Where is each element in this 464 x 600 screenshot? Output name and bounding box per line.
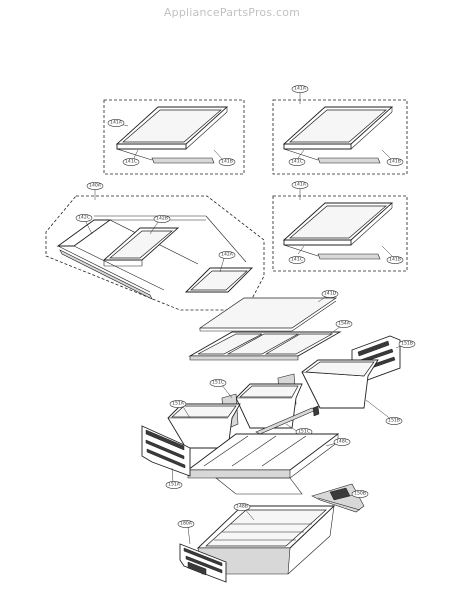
shelf-rail xyxy=(317,157,381,164)
callout-141c-upper-right: 141C xyxy=(291,159,303,165)
drawer-guide-left: 151A xyxy=(141,425,191,489)
folding-shelf-assembly: 140A 142C 142B 142A xyxy=(45,182,265,311)
shelf-assembly-middle-right: 141A 141C 141B xyxy=(272,181,408,272)
callout-141a-middle-right: 141A xyxy=(294,182,307,188)
shelf-glass xyxy=(289,109,387,143)
pantry-rail-right-clip xyxy=(329,487,351,501)
shelf-assembly-boundary xyxy=(272,99,408,175)
shelf-assembly-boundary xyxy=(272,195,408,272)
callout-151c: 151C xyxy=(212,380,224,386)
crisper-bin-left-opening xyxy=(171,405,237,418)
callout-142c: 142C xyxy=(78,215,90,221)
callout-151b-bin: 151B xyxy=(388,418,400,424)
callout-154a: 154A xyxy=(338,321,351,327)
shelf-front-edge xyxy=(116,143,187,150)
crisper-tray-lower-lip xyxy=(215,477,303,495)
crisper-cover-panel xyxy=(264,333,334,355)
callout-141b-upper-left: 141B xyxy=(221,159,233,165)
shelf-assembly-upper-right: 141A 141C 141B xyxy=(272,85,408,175)
callout-150b: 150B xyxy=(354,491,366,497)
callout-141a-upper-left: 141A xyxy=(110,120,123,126)
callout-151a-guide: 151A xyxy=(168,482,181,488)
callout-141c-middle-right: 141C xyxy=(291,257,303,263)
shelf-glass xyxy=(289,205,387,239)
folding-shelf-left-frame xyxy=(56,219,112,247)
callout-141a-upper-right: 141A xyxy=(294,86,307,92)
drawer-guide-left-slot xyxy=(146,448,186,469)
shelf-front-edge xyxy=(283,143,352,150)
shelf-rail xyxy=(317,253,381,260)
callout-151a: 151A xyxy=(172,401,185,407)
pantry-guide-left-slot xyxy=(183,547,223,567)
callout-151c-rail: 151C xyxy=(298,429,310,435)
crisper-bins: 151C 151A 151B 151C xyxy=(167,359,403,449)
folding-shelf-rail xyxy=(59,249,153,300)
callout-142a: 142A xyxy=(221,252,234,258)
crisper-cover-panel xyxy=(226,333,300,355)
drawer-guide-right-slot xyxy=(357,340,390,357)
shelf-assembly-upper-left: 141A 141C 141B xyxy=(103,99,245,175)
pantry-drawer: 148B xyxy=(196,503,336,575)
crisper-cover-glass xyxy=(198,297,338,329)
crisper-rail-stop xyxy=(312,405,320,417)
folding-shelf-glass xyxy=(190,270,248,291)
drawer-guide-left-slot xyxy=(145,429,185,451)
pantry-rail-right: 150B xyxy=(311,483,369,513)
shelf-front-edge xyxy=(283,239,352,246)
shelf-rail-left xyxy=(151,157,215,164)
callout-180a: 180A xyxy=(180,521,193,527)
pantry-guide-left-slot xyxy=(185,555,223,574)
callout-148b: 148B xyxy=(236,504,248,510)
pantry-drawer-floor xyxy=(205,509,327,547)
pantry-guide-left: 180A xyxy=(177,520,227,583)
callout-151b-guide: 151B xyxy=(401,341,413,347)
crisper-cover-panel xyxy=(197,333,263,355)
crisper-tray: 148C xyxy=(186,433,351,495)
shelf-glass xyxy=(122,109,222,143)
callout-141b-upper-right: 141B xyxy=(389,159,401,165)
crisper-cover-assembly: 141D 154A xyxy=(188,290,353,361)
callout-141d: 141D xyxy=(324,291,337,297)
callout-142b: 142B xyxy=(156,216,168,222)
callout-141b-middle-right: 141B xyxy=(389,257,401,263)
watermark-text: AppliancePartsPros.com xyxy=(163,6,301,19)
pantry-guide-left-tab xyxy=(187,561,207,576)
crisper-cover-front xyxy=(189,355,299,361)
callout-140a-folding-group: 140A xyxy=(89,183,102,189)
callout-141c-upper-left: 141C xyxy=(125,159,137,165)
callout-148c: 148C xyxy=(336,439,348,445)
crisper-bin-middle-opening xyxy=(239,385,299,398)
crisper-tray-front xyxy=(187,469,291,479)
folding-shelf-mid-panel xyxy=(109,230,173,259)
shelf-assembly-boundary xyxy=(103,99,245,175)
drawer-guide-left-slot xyxy=(145,439,185,460)
